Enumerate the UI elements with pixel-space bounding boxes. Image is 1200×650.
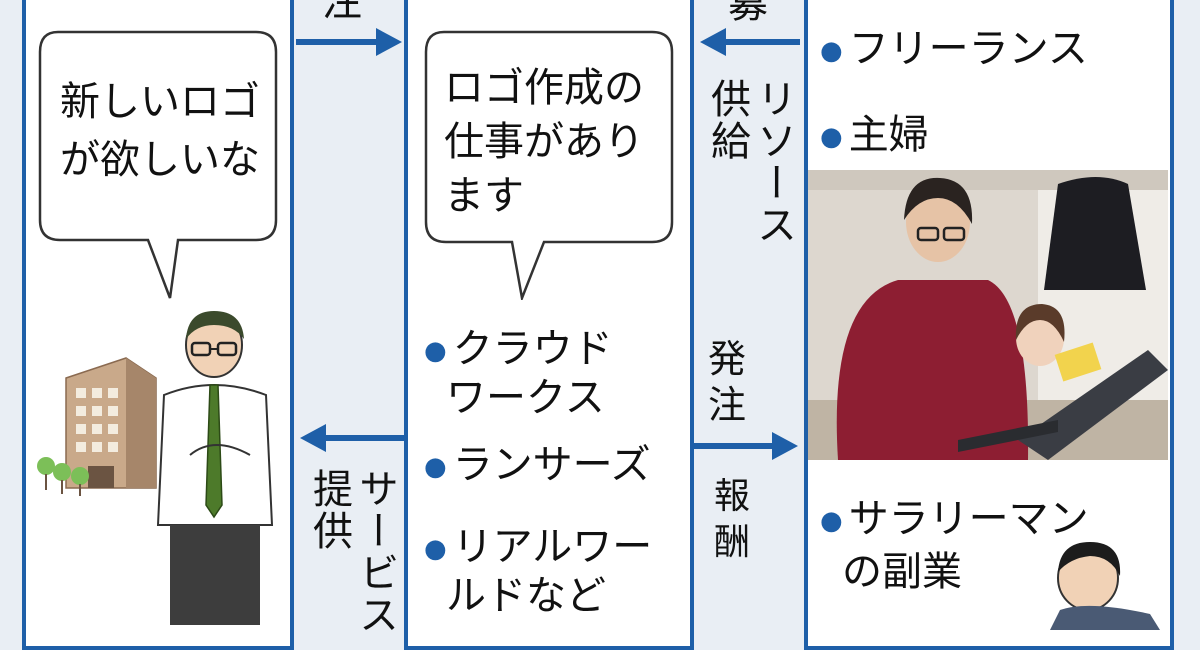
- bullet-dot-icon: ●: [424, 534, 447, 564]
- bullet-dot-icon: ●: [424, 452, 447, 482]
- client-bubble-line2: が欲しいな: [60, 137, 260, 183]
- platform-speech-bubble: [424, 30, 674, 300]
- platform-bubble-line2: 仕事があり: [444, 119, 644, 165]
- client-bubble-line1: 新しいロゴ: [60, 79, 260, 125]
- platform-bubble-line1: ロゴ作成の: [444, 65, 644, 111]
- salaryman-icon: [1050, 542, 1160, 630]
- worker-item-housewife: ●主婦: [820, 112, 929, 158]
- reward-label: 報酬: [714, 476, 751, 563]
- arrows-layer: [296, 28, 800, 460]
- client-speech-bubble: [38, 30, 278, 299]
- order-arrow-top-head: [376, 28, 402, 56]
- platform-item-2: ●ランサーズ: [424, 442, 651, 488]
- worker-item-salaryman: ●サラリーマン: [820, 496, 1089, 542]
- platform-item-1-line2: ワークス: [446, 375, 605, 421]
- supply-arrow-head: [700, 28, 726, 56]
- platform-item-1: ●クラウド: [424, 326, 613, 372]
- resource-label-col1: リソース: [750, 78, 796, 246]
- office-building-icon: [37, 357, 157, 496]
- worker-item-freelance: ●フリーランス: [820, 26, 1088, 72]
- bullet-dot-icon: ●: [820, 36, 843, 66]
- bullet-dot-icon: ●: [820, 506, 843, 536]
- bullet-dot-icon: ●: [424, 336, 447, 366]
- platform-item-3-line2: ルドなど: [446, 573, 606, 619]
- bullet-dot-icon: ●: [820, 122, 843, 152]
- service-arrow-head: [300, 424, 326, 452]
- service-label-col2: 提供: [306, 468, 352, 552]
- businessman-icon: [156, 311, 274, 625]
- resource-label-col2: 供給: [704, 78, 750, 162]
- order-label: 発注: [708, 337, 747, 427]
- worker-item-salaryman-line2: の副業: [842, 549, 962, 595]
- platform-bubble-line3: ます: [444, 173, 524, 219]
- platform-item-3: ●リアルワー: [424, 524, 653, 570]
- top-recruit-label: 募: [728, 0, 768, 27]
- order-arrow-head: [772, 432, 798, 460]
- service-label-col1: サービス: [352, 468, 398, 636]
- working-mother-photo: [808, 170, 1168, 460]
- top-order-label: 注: [322, 0, 362, 25]
